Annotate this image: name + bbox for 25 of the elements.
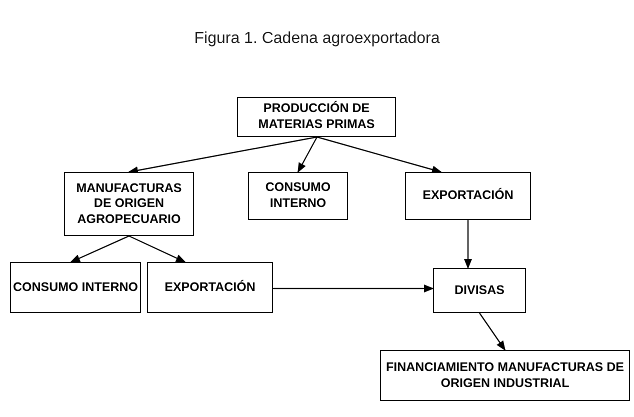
process-box <box>147 262 273 313</box>
box-label: PRODUCCIÓN DE MATERIAS PRIMAS <box>257 101 376 133</box>
box-label: CONSUMO INTERNO <box>264 180 332 212</box>
diagram-title: Figura 1. Cadena agroexportadora <box>194 30 440 48</box>
box-label: CONSUMO INTERNO <box>13 280 138 296</box>
process-box <box>433 268 526 313</box>
arrow <box>297 136 318 173</box>
box-label: FINANCIAMIENTO MANUFACTURAS DE ORIGEN INDUSTRIAL <box>385 360 625 392</box>
box-label: DIVISAS <box>454 282 504 298</box>
process-box <box>405 172 531 220</box>
process-box <box>237 97 396 137</box>
box-label: EXPORTACIÓN <box>164 280 256 296</box>
process-box <box>64 172 194 236</box>
arrow <box>128 136 318 174</box>
process-box <box>248 172 348 220</box>
process-box <box>380 350 630 401</box>
process-box <box>10 262 141 313</box>
box-label: MANUFACTURAS DE ORIGEN AGROPECUARIO <box>75 180 183 228</box>
arrow <box>464 220 472 269</box>
arrow <box>479 312 506 351</box>
arrow <box>273 284 434 292</box>
arrow <box>70 235 130 263</box>
arrow <box>128 235 186 263</box>
arrow <box>316 136 442 174</box>
box-label: EXPORTACIÓN <box>422 188 514 204</box>
